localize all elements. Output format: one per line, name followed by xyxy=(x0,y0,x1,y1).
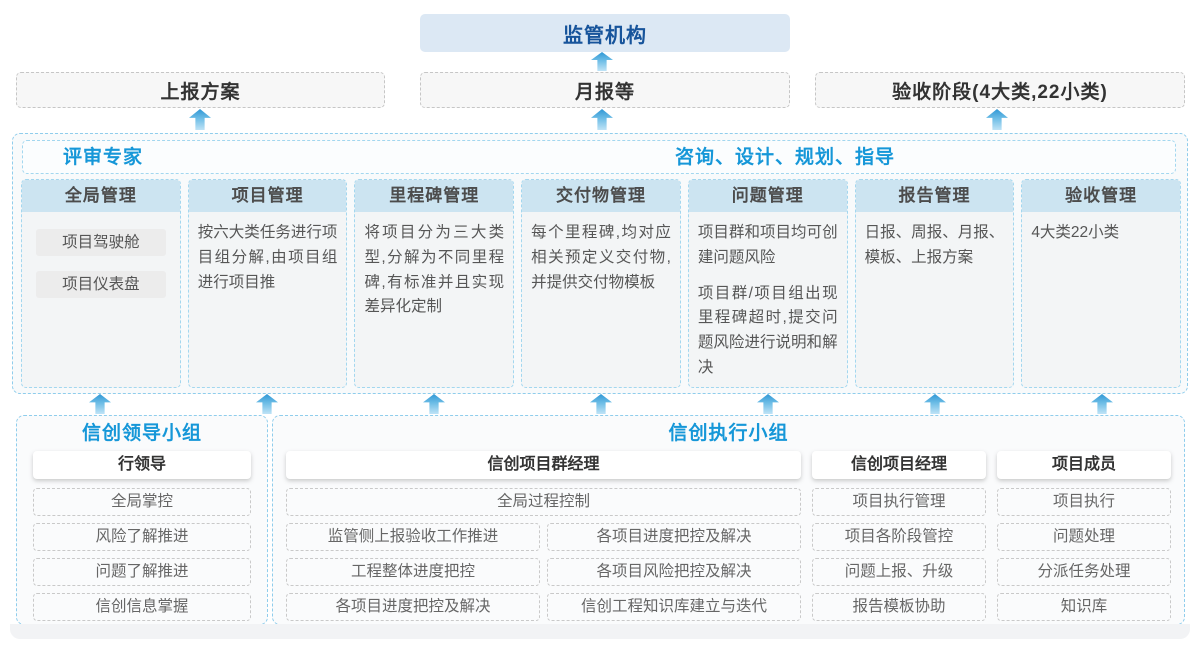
list-item: 全局掌控 xyxy=(33,488,251,516)
execution-group-body: 信创项目群经理 全局过程控制 监管侧上报验收工作推进 各项目进度把控及解决 工程… xyxy=(273,451,1184,621)
column-global-management: 全局管理 项目驾驶舱 项目仪表盘 xyxy=(21,179,181,388)
list-item: 知识库 xyxy=(997,593,1171,621)
regulator-label: 监管机构 xyxy=(563,24,647,47)
column-text: 4大类22小类 xyxy=(1031,224,1120,241)
regulator-box: 监管机构 xyxy=(420,14,790,52)
experts-header-strip: 评审专家 咨询、设计、规划、指导 xyxy=(22,140,1176,174)
column-text: 项目群/项目组出现里程碑超时,提交问题风险进行说明和解决 xyxy=(697,284,838,376)
column-body: 项目驾驶舱 项目仪表盘 xyxy=(22,212,180,304)
role-program-manager: 信创项目群经理 xyxy=(286,451,801,479)
list-item: 各项目进度把控及解决 xyxy=(286,593,540,621)
column-body: 项目群和项目均可创建问题风险 项目群/项目组出现里程碑超时,提交问题风险进行说明… xyxy=(689,212,847,387)
arrow-up-icon xyxy=(1091,394,1113,414)
column-deliverable-management: 交付物管理 每个里程碑,均对应相关预定义交付物,并提供交付物模板 xyxy=(521,179,681,388)
execution-group-panel: 信创执行小组 信创项目群经理 全局过程控制 监管侧上报验收工作推进 各项目进度把… xyxy=(272,415,1185,625)
column-body: 日报、周报、月报、模板、上报方案 xyxy=(856,212,1014,288)
leadership-group-title: 信创领导小组 xyxy=(81,423,202,444)
column-milestone-management: 里程碑管理 将项目分为三大类型,分解为不同里程碑,有标准并且实现差异化定制 xyxy=(354,179,515,388)
list-item: 信创工程知识库建立与迭代 xyxy=(547,593,801,621)
arrow-up-icon xyxy=(590,394,612,414)
column-title: 问题管理 xyxy=(688,180,847,212)
column-title: 验收管理 xyxy=(1022,180,1181,212)
leadership-group-panel: 信创领导小组 行领导 全局掌控 风险了解推进 问题了解推进 信创信息掌握 xyxy=(16,415,268,625)
list-item: 问题处理 xyxy=(997,523,1171,551)
report-plan-box: 上报方案 xyxy=(16,72,385,108)
arrow-up-icon xyxy=(189,109,211,130)
column-issue-management: 问题管理 项目群和项目均可创建问题风险 项目群/项目组出现里程碑超时,提交问题风… xyxy=(687,179,848,388)
column-acceptance-management: 验收管理 4大类22小类 xyxy=(1021,179,1182,388)
arrow-up-icon xyxy=(256,394,278,414)
arrow-up-icon xyxy=(591,52,613,71)
review-experts-title: 评审专家 xyxy=(63,147,144,168)
program-manager-section: 信创项目群经理 全局过程控制 监管侧上报验收工作推进 各项目进度把控及解决 工程… xyxy=(286,451,801,621)
management-columns: 全局管理 项目驾驶舱 项目仪表盘 项目管理 按六大类任务进行项目组分解,由项目组… xyxy=(21,179,1182,388)
column-title: 里程碑管理 xyxy=(355,180,514,212)
column-title: 报告管理 xyxy=(855,180,1014,212)
acceptance-stage-box: 验收阶段(4大类,22小类) xyxy=(815,72,1185,108)
role-bank-leader: 行领导 xyxy=(33,451,251,479)
bottom-shadow-band xyxy=(10,624,1190,639)
role-project-manager: 信创项目经理 xyxy=(812,451,986,479)
report-plan-label: 上报方案 xyxy=(160,81,241,103)
column-text: 每个里程碑,均对应相关预定义交付物,并提供交付物模板 xyxy=(531,224,671,291)
arrow-up-icon xyxy=(757,394,779,414)
column-report-management: 报告管理 日报、周报、月报、模板、上报方案 xyxy=(854,179,1015,388)
leadership-group-body: 行领导 全局掌控 风险了解推进 问题了解推进 信创信息掌握 xyxy=(17,451,267,621)
list-item: 项目执行 xyxy=(997,488,1171,516)
column-text: 日报、周报、月报、模板、上报方案 xyxy=(864,224,1005,266)
monthly-report-label: 月报等 xyxy=(574,81,635,103)
list-item: 问题上报、升级 xyxy=(812,558,986,586)
column-title: 全局管理 xyxy=(22,180,180,212)
list-item: 项目各阶段管控 xyxy=(812,523,986,551)
project-member-section: 项目成员 项目执行 问题处理 分派任务处理 知识库 xyxy=(997,451,1171,621)
execution-group-title: 信创执行小组 xyxy=(668,423,789,444)
arrow-up-icon xyxy=(591,109,613,130)
project-manager-section: 信创项目经理 项目执行管理 项目各阶段管控 问题上报、升级 报告模板协助 xyxy=(812,451,986,621)
arrow-up-icon xyxy=(423,394,445,414)
arrow-up-icon xyxy=(89,394,111,414)
list-item: 各项目进度把控及解决 xyxy=(547,523,801,551)
list-item: 报告模板协助 xyxy=(812,593,986,621)
list-item: 问题了解推进 xyxy=(33,558,251,586)
management-panel: 评审专家 咨询、设计、规划、指导 全局管理 项目驾驶舱 项目仪表盘 项目管理 按… xyxy=(12,133,1188,394)
list-item: 风险了解推进 xyxy=(33,523,251,551)
list-item: 全局过程控制 xyxy=(286,488,801,516)
column-text: 按六大类任务进行项目组分解,由项目组进行项目推 xyxy=(197,224,338,291)
program-manager-grid: 监管侧上报验收工作推进 各项目进度把控及解决 工程整体进度把控 各项目风险把控及… xyxy=(286,523,801,621)
pill-project-dashboard: 项目仪表盘 xyxy=(36,271,166,298)
monthly-report-box: 月报等 xyxy=(420,72,790,108)
column-body: 按六大类任务进行项目组分解,由项目组进行项目推 xyxy=(189,212,347,312)
role-project-member: 项目成员 xyxy=(997,451,1171,479)
list-item: 分派任务处理 xyxy=(997,558,1171,586)
list-item: 工程整体进度把控 xyxy=(286,558,540,586)
column-title: 项目管理 xyxy=(188,180,347,212)
arrow-up-icon xyxy=(986,109,1008,130)
column-body: 4大类22小类 xyxy=(1022,212,1180,263)
consulting-title: 咨询、设计、规划、指导 xyxy=(675,147,896,168)
list-item: 信创信息掌握 xyxy=(33,593,251,621)
column-title: 交付物管理 xyxy=(522,180,680,212)
column-text: 项目群和项目均可创建问题风险 xyxy=(697,224,838,266)
column-body: 将项目分为三大类型,分解为不同里程碑,有标准并且实现差异化定制 xyxy=(355,212,513,337)
arrow-up-icon xyxy=(924,394,946,414)
list-item: 监管侧上报验收工作推进 xyxy=(286,523,540,551)
list-item: 项目执行管理 xyxy=(812,488,986,516)
column-project-management: 项目管理 按六大类任务进行项目组分解,由项目组进行项目推 xyxy=(187,179,348,388)
list-item: 各项目风险把控及解决 xyxy=(547,558,801,586)
column-body: 每个里程碑,均对应相关预定义交付物,并提供交付物模板 xyxy=(522,212,680,312)
pill-project-cockpit: 项目驾驶舱 xyxy=(36,229,166,256)
column-text: 将项目分为三大类型,分解为不同里程碑,有标准并且实现差异化定制 xyxy=(364,224,505,316)
acceptance-stage-label: 验收阶段(4大类,22小类) xyxy=(892,81,1108,103)
